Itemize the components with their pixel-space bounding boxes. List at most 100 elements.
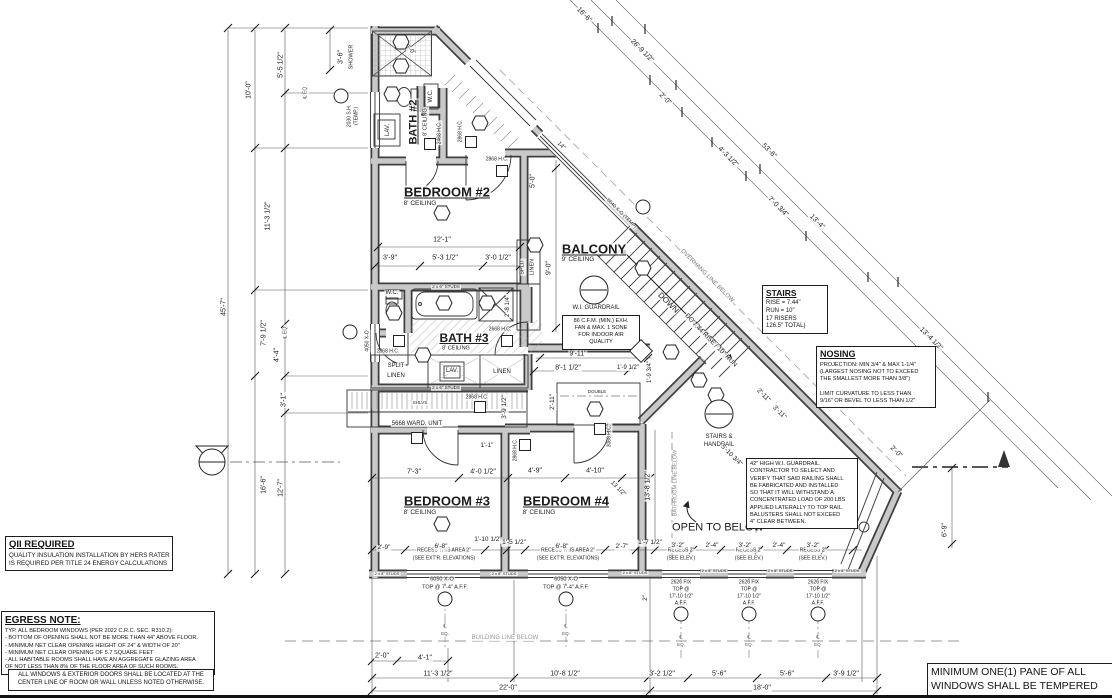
dim-label: 2 x 8" STUDS	[700, 568, 728, 573]
dim-label: EQ.	[561, 630, 571, 637]
dim-label: 3'-11"	[770, 404, 788, 422]
dim-label: 2'-7"	[614, 542, 630, 551]
dim-label: 2030 S.H.	[346, 103, 353, 129]
dim-label: 2 x 8" STUDS	[621, 570, 649, 575]
note-line: BE FABRICATED AND INSTALLED	[750, 482, 839, 489]
dim-label: 7'-9 1/2"	[260, 319, 268, 347]
dim-label: 3'-2"	[670, 541, 686, 550]
dim-label: 2 x 8" STUDS	[373, 571, 401, 576]
hex-keynote	[414, 347, 433, 364]
dim-label: 17'-10 1/2"	[668, 593, 694, 600]
note-line: 86 C.F.M. (MIN.) EXH.	[573, 318, 629, 324]
dim-label: 2'-0"	[656, 90, 674, 108]
note-line: APPLIED LATERALLY TO TOP RAIL.	[750, 504, 844, 511]
dim-label: 2'-4"	[704, 541, 720, 550]
square-keynote	[474, 401, 487, 414]
dim-label: W.C.	[384, 290, 400, 296]
bedroom4-label: BEDROOM #4	[522, 493, 610, 509]
dim-label: RECESS THIS AREA 2"	[540, 547, 596, 554]
dim-label: 2'-4"	[771, 541, 787, 550]
dim-label: ℄ EQ.	[282, 324, 289, 340]
dim-label: 6640 X-O (TEMP)	[604, 197, 638, 231]
section-marker	[197, 447, 227, 477]
dim-label: 5668 WARD. UNIT	[390, 421, 444, 427]
hex-keynote	[471, 115, 490, 132]
detail-callout	[579, 275, 609, 305]
dim-label: (SEE EXT'R. ELEVATIONS)	[411, 555, 477, 562]
dim-label: 7'-0 3/4"	[765, 194, 791, 220]
bedroom4-ceiling: 8' CEILING	[521, 508, 557, 517]
dim-label: 2626 FIX	[806, 579, 830, 586]
dim-label: 5'-5 1/2"	[277, 51, 285, 79]
egress-note: EGRESS NOTE:TYP. ALL BEDROOM WINDOWS (PE…	[1, 611, 215, 675]
note-line: - MINIMUM NET CLEAR OPENING OF 5.7 SQUAR…	[5, 649, 154, 656]
dim-label: 2668 H.C.	[487, 326, 513, 333]
overhang-line-label: OVERHANG LINE BELOW	[678, 247, 736, 305]
dim-label: 1'-5 1/2"	[501, 538, 527, 547]
hex-keynote	[383, 86, 402, 103]
note-line: QUALITY	[589, 339, 613, 346]
dim-label: 1'-10 1/2"	[473, 535, 503, 544]
sheet-border-line	[0, 695, 1112, 698]
dim-label: RECESS 2"	[734, 547, 764, 554]
note-line: BALUSTERS SHALL NOT EXCEED	[750, 511, 841, 518]
bath3-ceiling: 8' CEILING	[441, 345, 471, 352]
dim-label: 6'-8"	[433, 542, 449, 551]
riser-diamond	[628, 338, 654, 364]
dim-label: 13 1/2"	[608, 479, 628, 499]
square-keynote	[424, 138, 437, 151]
dim-label: TOP @	[808, 586, 828, 593]
hex-keynote	[392, 34, 411, 51]
square-keynote	[496, 165, 509, 178]
wi-guardrail-tag: W.I. GUARDRAIL	[571, 305, 621, 311]
dim-label: SHOWER	[348, 43, 355, 71]
stairs-handrail-tag-1: STAIRS &	[704, 434, 734, 440]
dim-label: 4'-1"	[417, 654, 433, 662]
note-line: ALL WINDOWS & EXTERIOR DOORS SHALL BE LO…	[18, 672, 204, 678]
dim-label: 2'-8 1/4"	[505, 294, 511, 318]
circle-keynote	[437, 591, 453, 607]
dim-label: ℄	[563, 623, 569, 630]
dim-label: 2'-11"	[548, 392, 557, 412]
dim-label: SHLVS	[411, 399, 429, 406]
dim-label: 5'-3 1/2"	[431, 254, 459, 262]
circle-keynote	[741, 606, 757, 622]
dim-label: 4'-9"	[527, 467, 543, 475]
note-line: (LARGEST NOSING NOT TO EXCEED	[820, 368, 919, 375]
dim-label: 1'-9 1/2"	[616, 365, 640, 371]
dim-label: 7'-3"	[406, 468, 422, 476]
dim-label: EQ.	[813, 641, 823, 648]
note-line: WINDOWS SHALL BE TEMPERED	[931, 679, 1098, 692]
dim-label: 12'-7"	[277, 478, 285, 498]
hex-keynote	[392, 58, 411, 75]
dim-label: 16'-6"	[574, 5, 594, 25]
egress-note-title: EGRESS NOTE:	[5, 615, 81, 626]
square-keynote	[411, 432, 424, 445]
bath2-ceiling: 8' CEILING	[422, 107, 429, 137]
note-line: OF NOT LESS THAN 8% OF THE FLOOR AREA OF…	[5, 664, 179, 671]
detail-callout	[704, 399, 734, 429]
bedroom3-ceiling: 8' CEILING	[402, 508, 438, 517]
open-to-below: OPEN TO BELOW	[671, 521, 765, 534]
dim-label: 2 x 6" STUDS	[431, 283, 461, 290]
dim-label: 2 x 8" STUDS	[766, 568, 794, 573]
note-line: CONTRACTOR TO SELECT AND	[750, 468, 835, 475]
dim-label: 6'-8"	[554, 542, 570, 551]
dim-label: A.F.F.	[810, 600, 826, 607]
bedroom2-ceiling: 8' CEILING	[402, 199, 438, 208]
note-line: FAN & MAX. 1 SONE	[574, 325, 628, 332]
dim-label: 10'-0"	[245, 80, 253, 100]
dim-label: 2'-9"	[376, 543, 392, 552]
dim-label: LAV.	[385, 122, 391, 138]
dim-label: RECESS 2"	[666, 547, 696, 554]
dim-label: 2'-0"	[887, 443, 905, 461]
dim-label: 12'-1"	[432, 236, 452, 244]
hex-keynote	[385, 305, 404, 322]
note-line: - MINIMUM NET CLEAR OPENING HEIGHT OF 24…	[5, 642, 180, 649]
square-keynote	[501, 335, 514, 348]
